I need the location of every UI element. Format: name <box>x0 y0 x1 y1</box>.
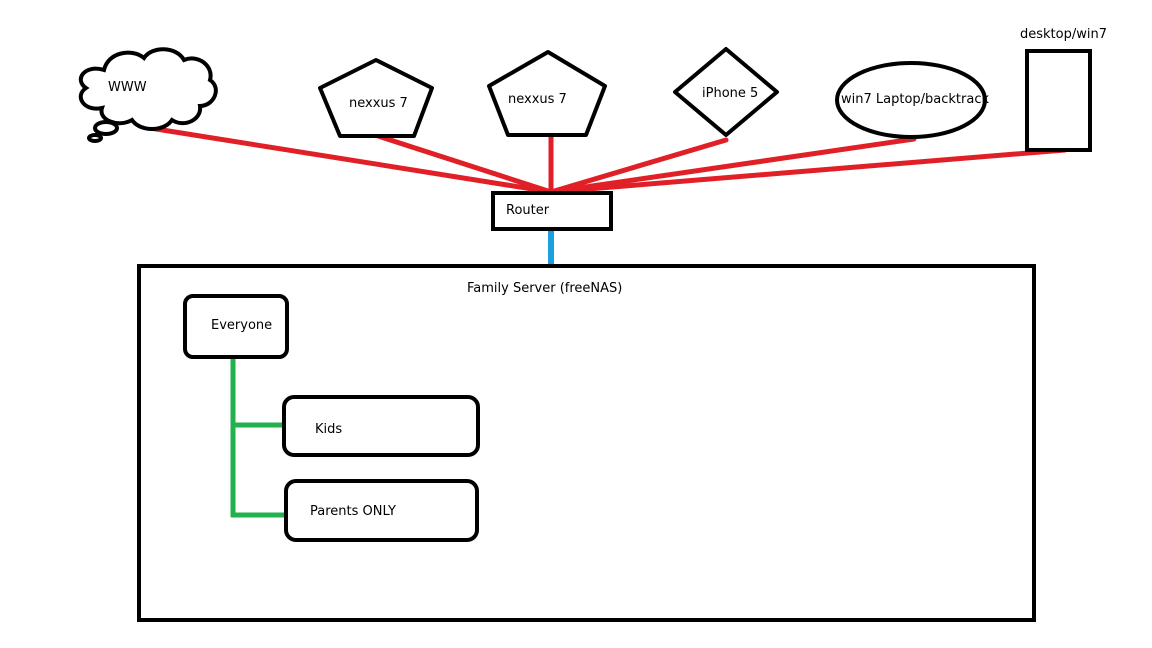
laptop-label: win7 Laptop/backtrack <box>841 92 989 107</box>
iphone-label: iPhone 5 <box>702 86 758 101</box>
ellipse-icon <box>835 61 987 139</box>
desktop-win7-device: desktop/win7 <box>1020 27 1107 152</box>
router-label: Router <box>506 203 550 218</box>
share-links <box>230 357 288 518</box>
diamond-icon <box>673 47 779 137</box>
cloud-icon <box>78 47 218 131</box>
link-iphone-router <box>548 137 729 195</box>
cloud-bubble-large <box>93 120 119 136</box>
pentagon-icon <box>487 50 607 137</box>
device-links <box>147 125 1068 195</box>
link-www-router <box>147 125 554 195</box>
server-title: Family Server (freeNAS) <box>467 281 622 296</box>
nexxus-2-label: nexxus 7 <box>508 92 567 107</box>
link-laptop-router <box>548 136 917 195</box>
win7-laptop-device: win7 Laptop/backtrack <box>835 61 989 139</box>
cloud-bubble-small <box>87 133 103 143</box>
www-label: WWW <box>108 80 147 95</box>
nexxus-1-label: nexxus 7 <box>349 96 408 111</box>
router-box <box>491 191 613 231</box>
family-server: Family Server (freeNAS) Everyone Kids Pa… <box>137 264 1036 622</box>
parents-share <box>284 479 479 542</box>
link-nexxus1-router <box>372 132 554 195</box>
desktop-label: desktop/win7 <box>1020 27 1107 42</box>
router-node: Router <box>491 191 613 231</box>
kids-share <box>282 395 480 457</box>
kids-label: Kids <box>315 422 342 437</box>
nexxus-7-device-1: nexxus 7 <box>318 58 434 138</box>
desktop-rect-icon <box>1025 49 1092 152</box>
iphone-5-device: iPhone 5 <box>673 47 779 137</box>
parents-label: Parents ONLY <box>310 504 396 519</box>
everyone-label: Everyone <box>211 318 272 333</box>
link-desktop-router <box>548 147 1068 195</box>
www-cloud: WWW <box>78 47 218 143</box>
pentagon-icon <box>318 58 434 138</box>
nexxus-7-device-2: nexxus 7 <box>487 50 607 137</box>
everyone-share <box>183 294 289 359</box>
